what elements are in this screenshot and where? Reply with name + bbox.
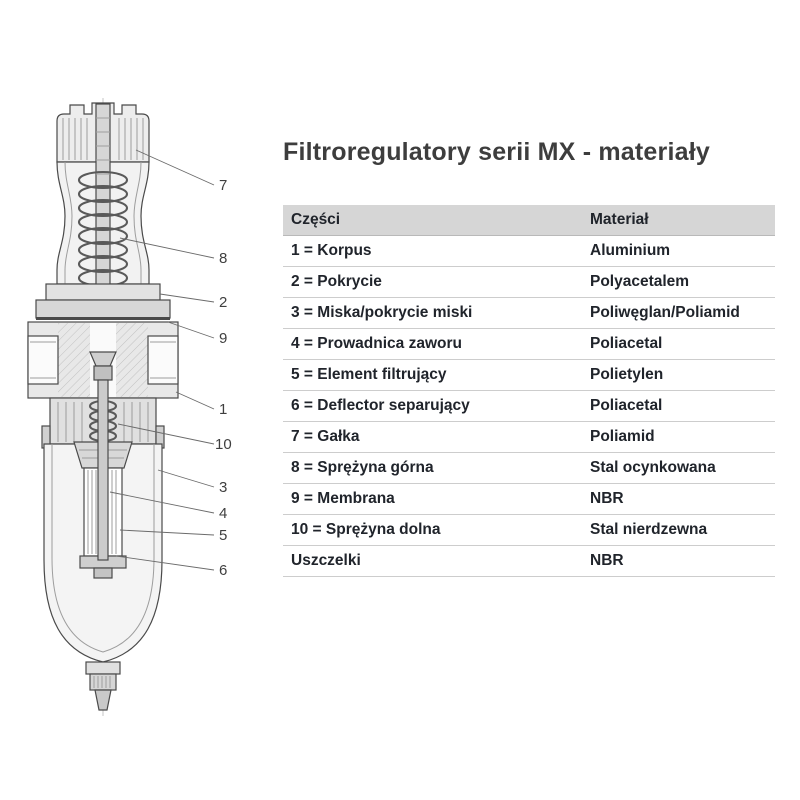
- table-row: 7 = Gałka Poliamid: [283, 422, 775, 453]
- table-row: 9 = Membrana NBR: [283, 484, 775, 515]
- table-row: Uszczelki NBR: [283, 546, 775, 577]
- callout-label: 2: [219, 294, 227, 311]
- material-cell: Aluminium: [590, 242, 671, 259]
- valve-guide: [97, 379, 109, 561]
- valve-poppet: [93, 365, 113, 381]
- col-header-material: Materiał: [590, 211, 649, 228]
- part-cell: 4 = Prowadnica zaworu: [291, 335, 462, 352]
- part-cell: 8 = Sprężyna górna: [291, 459, 434, 476]
- table-header-row: Części Materiał: [283, 205, 775, 236]
- table-row: 8 = Sprężyna górna Stal ocynkowana: [283, 453, 775, 484]
- body: [27, 321, 179, 399]
- material-cell: NBR: [590, 490, 624, 507]
- callout-label: 9: [219, 330, 227, 347]
- callout-label: 10: [215, 436, 232, 453]
- material-cell: Stal nierdzewna: [590, 521, 708, 538]
- material-cell: Stal ocynkowana: [590, 459, 716, 476]
- table-row: 5 = Element filtrujący Polietylen: [283, 360, 775, 391]
- callout-label: 1: [219, 401, 227, 418]
- part-cell: 1 = Korpus: [291, 242, 372, 259]
- part-cell: 5 = Element filtrujący: [291, 366, 447, 383]
- table-row: 4 = Prowadnica zaworu Poliacetal: [283, 329, 775, 360]
- part-cell: 7 = Gałka: [291, 428, 360, 445]
- callout-label: 3: [219, 479, 227, 496]
- part-cell: Uszczelki: [291, 552, 361, 569]
- part-cell: 3 = Miska/pokrycie miski: [291, 304, 473, 321]
- col-header-part: Części: [291, 211, 341, 228]
- material-cell: Poliamid: [590, 428, 655, 445]
- material-cell: NBR: [590, 552, 624, 569]
- callout-label: 4: [219, 505, 227, 522]
- callout-label: 6: [219, 562, 227, 579]
- callout-label: 7: [219, 177, 227, 194]
- materials-table: Części Materiał 1 = Korpus Aluminium 2 =…: [283, 205, 775, 577]
- filter-regulator-cross-section: 7 8 2 9 1 10 3 4 5 6: [27, 98, 232, 716]
- table-row: 10 = Sprężyna dolna Stal nierdzewna: [283, 515, 775, 546]
- cover: [35, 283, 171, 319]
- material-cell: Poliacetal: [590, 335, 663, 352]
- left-port: [27, 335, 59, 385]
- callout-label: 8: [219, 250, 227, 267]
- table-row: 1 = Korpus Aluminium: [283, 236, 775, 267]
- upper-spring: [77, 170, 129, 288]
- drain-fitting: [85, 661, 121, 711]
- part-cell: 9 = Membrana: [291, 490, 395, 507]
- material-cell: Polietylen: [590, 366, 664, 383]
- table-row: 3 = Miska/pokrycie miski Poliwęglan/Poli…: [283, 298, 775, 329]
- table-row: 6 = Deflector separujący Poliacetal: [283, 391, 775, 422]
- part-cell: 10 = Sprężyna dolna: [291, 521, 441, 538]
- material-cell: Poliwęglan/Poliamid: [590, 304, 740, 321]
- part-cell: 2 = Pokrycie: [291, 273, 382, 290]
- callout-label: 5: [219, 527, 227, 544]
- callout-leader-lines: [109, 149, 215, 571]
- page-title: Filtroregulatory serii MX - materiały: [283, 138, 710, 166]
- material-cell: Poliacetal: [590, 397, 663, 414]
- material-cell: Polyacetalem: [590, 273, 690, 290]
- table-row: 2 = Pokrycie Polyacetalem: [283, 267, 775, 298]
- part-cell: 6 = Deflector separujący: [291, 397, 470, 414]
- right-port: [147, 335, 179, 385]
- callouts: 7 8 2 9 1 10 3 4 5 6: [215, 177, 232, 579]
